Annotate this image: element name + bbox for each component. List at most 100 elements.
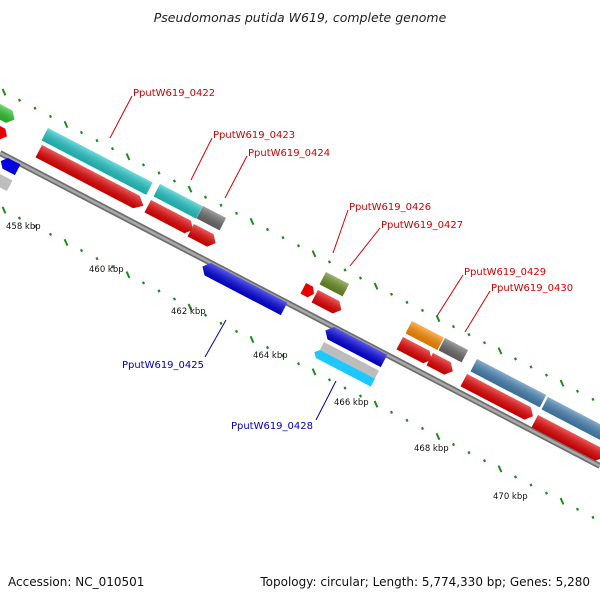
gene-feature[interactable] <box>311 290 345 316</box>
tick-mark <box>17 216 22 220</box>
tick-mark <box>435 432 441 441</box>
tick-mark <box>451 442 456 447</box>
gene-label[interactable]: PputW619_0423 <box>213 130 295 141</box>
tick-mark <box>172 179 177 183</box>
gene-label[interactable]: PputW619_0422 <box>133 88 215 99</box>
tick-mark <box>327 378 332 382</box>
gene-label[interactable]: PputW619_0427 <box>381 220 463 231</box>
tick-mark <box>327 260 332 264</box>
tick-mark <box>482 341 487 345</box>
gene-feature[interactable] <box>35 145 147 212</box>
tick-mark <box>63 120 69 129</box>
genome-backbone <box>0 150 600 469</box>
tick-mark <box>296 362 301 366</box>
tick-mark <box>529 365 533 369</box>
gene-label[interactable]: PputW619_0428 <box>231 421 313 432</box>
tick-mark <box>17 98 22 102</box>
gene-label[interactable]: PputW619_0429 <box>464 267 546 278</box>
tick-mark <box>265 345 270 350</box>
tick-mark <box>95 138 99 143</box>
gene-features <box>0 99 600 463</box>
gene-feature[interactable] <box>531 415 600 463</box>
gene-feature[interactable] <box>0 121 10 141</box>
tick-mark <box>373 400 379 408</box>
tick-mark <box>467 333 471 337</box>
tick-mark <box>343 386 347 390</box>
gene-feature[interactable] <box>460 374 537 422</box>
tick-mark <box>311 250 317 258</box>
map-title: Pseudomonas putida W619, complete genome <box>154 10 447 25</box>
tick-mark <box>249 335 255 344</box>
axis-tick-label: 462 kbp <box>171 307 206 317</box>
tick-mark <box>48 114 53 118</box>
gene-feature[interactable] <box>470 359 547 408</box>
gene-feature[interactable] <box>0 169 13 192</box>
gene-feature[interactable] <box>300 283 316 299</box>
gene-label[interactable]: PputW619_0424 <box>248 148 330 159</box>
axis-tick-labels: 458 kbp 460 kbp 462 kbp 464 kbp 466 kbp … <box>6 222 528 502</box>
tick-mark <box>544 373 549 377</box>
gene-feature[interactable] <box>196 206 227 231</box>
tick-mark <box>389 410 394 414</box>
tick-mark <box>234 211 239 216</box>
tick-mark <box>249 217 255 226</box>
gene-feature[interactable] <box>0 99 18 125</box>
accession-text: Accession: NC_010501 <box>8 575 144 589</box>
gene-feature[interactable] <box>199 260 288 316</box>
gene-feature[interactable] <box>405 321 444 351</box>
tick-mark <box>513 475 518 479</box>
tick-mark <box>63 238 69 247</box>
tick-mark <box>157 171 161 175</box>
tick-mark <box>141 281 146 285</box>
tick-mark <box>358 276 363 280</box>
tick-mark <box>187 303 193 311</box>
gene-feature[interactable] <box>187 224 219 249</box>
axis-tick-label: 458 kbp <box>6 222 41 232</box>
gene-feature[interactable] <box>153 184 203 219</box>
tick-mark <box>234 329 239 334</box>
tick-mark <box>125 153 131 161</box>
tick-mark <box>497 347 503 355</box>
axis-tick-label: 460 kbp <box>89 265 124 275</box>
tick-mark <box>575 507 580 511</box>
tick-mark <box>559 497 565 505</box>
tick-rows <box>1 88 595 519</box>
tick-mark <box>281 353 285 358</box>
tick-mark <box>281 235 285 240</box>
gene-feature[interactable] <box>41 128 153 195</box>
gene-feature[interactable] <box>312 348 375 387</box>
topology-summary: Topology: circular; Length: 5,774,330 bp… <box>259 575 590 589</box>
tick-mark <box>311 368 317 376</box>
gene-label[interactable]: PputW619_0430 <box>491 283 573 294</box>
tick-mark <box>405 418 409 422</box>
tick-mark <box>265 227 270 232</box>
tick-mark <box>33 224 37 228</box>
gene-feature[interactable] <box>319 342 379 379</box>
gene-feature[interactable] <box>396 337 435 366</box>
tick-mark <box>141 163 146 167</box>
gene-label[interactable]: PputW619_0425 <box>122 360 204 371</box>
gene-feature[interactable] <box>0 156 21 176</box>
tick-mark <box>591 515 595 519</box>
tick-mark <box>435 314 441 323</box>
gene-label[interactable]: PputW619_0426 <box>349 202 431 213</box>
gene-feature[interactable] <box>144 200 197 236</box>
gene-feature[interactable] <box>426 353 457 377</box>
gene-feature[interactable] <box>438 338 469 363</box>
gene-feature[interactable] <box>322 324 388 368</box>
gene-labels: PputW619_0422 PputW619_0423 PputW619_042… <box>122 88 573 432</box>
tick-mark <box>203 195 208 199</box>
tick-mark <box>110 265 115 269</box>
tick-mark <box>203 313 208 317</box>
axis-tick-label: 464 kbp <box>253 351 288 361</box>
axis-tick-label: 470 kbp <box>493 492 528 502</box>
tick-mark <box>79 248 84 253</box>
gene-feature[interactable] <box>541 397 600 442</box>
tick-mark <box>1 88 7 96</box>
axis-tick-label: 468 kbp <box>414 444 449 454</box>
tick-mark <box>358 394 363 398</box>
tick-mark <box>48 232 53 236</box>
tick-mark <box>296 244 301 248</box>
gene-feature[interactable] <box>319 272 350 297</box>
